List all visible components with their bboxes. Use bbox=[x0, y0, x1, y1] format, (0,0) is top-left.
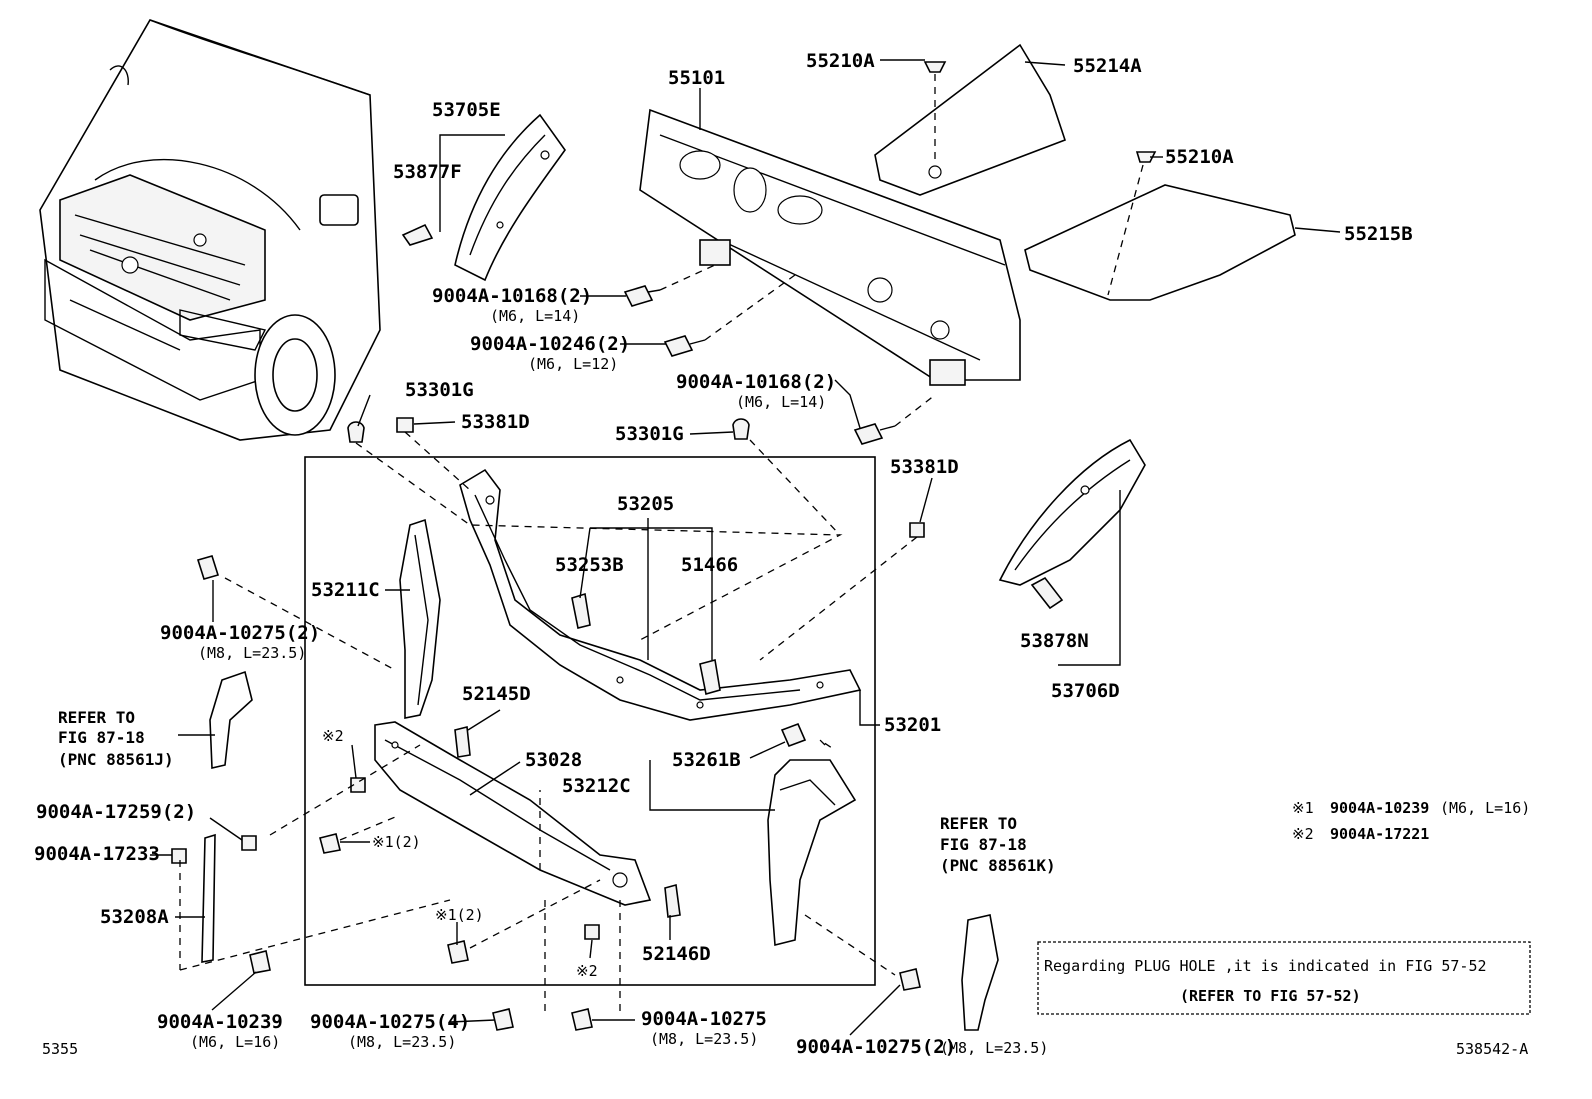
footnotes: ※1 9004A-10239 (M6, L=16) ※2 9004A-17221 bbox=[1292, 799, 1530, 843]
part-52146D-bracket bbox=[664, 883, 681, 918]
label-bolt-10168-a: 9004A-10168(2) bbox=[432, 285, 592, 307]
part-53261B-bracket bbox=[780, 722, 807, 748]
vehicle-front-illustration bbox=[39, 19, 381, 441]
part-53208A-brace bbox=[201, 833, 216, 963]
label-55210A-top: 55210A bbox=[806, 50, 875, 72]
dashed-leader-lines bbox=[179, 431, 918, 1012]
label-bolt-10275-a: 9004A-10275(2) bbox=[160, 622, 320, 644]
label-mark2-a: ※2 bbox=[322, 727, 344, 745]
label-bolt-10168-a-spec: (M6, L=14) bbox=[490, 307, 580, 325]
bolts-upper bbox=[623, 264, 936, 445]
footnote1-mark: ※1 bbox=[1292, 799, 1314, 817]
part-53877F-clip bbox=[401, 223, 434, 246]
footnote1-part: 9004A-10239 bbox=[1330, 799, 1429, 817]
label-52146D: 52146D bbox=[642, 943, 711, 965]
label-bolt-10168-b: 9004A-10168(2) bbox=[676, 371, 836, 393]
label-bolt-10275-d-spec: (M8, L=23.5) bbox=[940, 1039, 1048, 1057]
assembly-53201-box bbox=[304, 456, 876, 986]
label-bolt-10275-a-spec: (M8, L=23.5) bbox=[198, 644, 306, 662]
refer-left-line2: FIG 87-18 bbox=[58, 728, 145, 747]
footnote1-spec: (M6, L=16) bbox=[1440, 799, 1530, 817]
label-mark1-b: ※1(2) bbox=[435, 906, 484, 924]
footnote2-mark: ※2 bbox=[1292, 825, 1314, 843]
label-51466: 51466 bbox=[681, 554, 738, 576]
label-53301G-b: 53301G bbox=[615, 423, 684, 445]
label-53301G-a: 53301G bbox=[405, 379, 474, 401]
part-53028-lower-support bbox=[374, 721, 652, 906]
refer-right-line3: (PNC 88561K) bbox=[940, 856, 1056, 875]
label-53381D-a: 53381D bbox=[461, 411, 530, 433]
refer-right-line1: REFER TO bbox=[940, 814, 1017, 833]
label-bolt-10246: 9004A-10246(2) bbox=[470, 333, 630, 355]
label-bolt-10275-d: 9004A-10275(2) bbox=[796, 1036, 956, 1058]
label-52145D: 52145D bbox=[462, 683, 531, 705]
page-code-right: 538542-A bbox=[1456, 1040, 1528, 1058]
part-53706D-panel bbox=[998, 438, 1146, 586]
label-53205: 53205 bbox=[617, 493, 674, 515]
label-mark1-a: ※1(2) bbox=[372, 833, 421, 851]
label-53706D: 53706D bbox=[1051, 680, 1120, 702]
label-55215B: 55215B bbox=[1344, 223, 1413, 245]
plug-note-line1: Regarding PLUG HOLE ,it is indicated in … bbox=[1044, 957, 1487, 975]
part-55215B-insulator bbox=[1024, 184, 1296, 301]
part-53211C-side-support bbox=[399, 518, 441, 719]
caps-and-nuts bbox=[347, 417, 925, 538]
plug-note-line2: (REFER TO FIG 57-52) bbox=[1180, 987, 1361, 1005]
refer-right-line2: FIG 87-18 bbox=[940, 835, 1027, 854]
part-53253B-bracket bbox=[571, 592, 591, 629]
label-53877F: 53877F bbox=[393, 161, 462, 183]
part-left-refer-bracket bbox=[209, 670, 253, 769]
part-53205-upper-support bbox=[459, 468, 862, 721]
refer-callout-left: REFER TO FIG 87-18 (PNC 88561J) bbox=[58, 708, 174, 769]
part-labels: 55210A 55214A 55101 55210A 55215B 53705E… bbox=[34, 50, 1413, 1058]
label-53381D-b: 53381D bbox=[890, 456, 959, 478]
bolts-lower bbox=[171, 555, 921, 1031]
refer-callout-right: REFER TO FIG 87-18 (PNC 88561K) bbox=[940, 814, 1056, 875]
part-52145D-bracket bbox=[454, 726, 471, 758]
part-53212C-side-support bbox=[767, 759, 857, 947]
label-53212C: 53212C bbox=[562, 775, 631, 797]
part-55101-dash-panel bbox=[639, 108, 1021, 386]
label-55214A: 55214A bbox=[1073, 55, 1142, 77]
label-53261B: 53261B bbox=[672, 749, 741, 771]
refer-left-line3: (PNC 88561J) bbox=[58, 750, 174, 769]
label-bolt-10168-b-spec: (M6, L=14) bbox=[736, 393, 826, 411]
label-53211C: 53211C bbox=[311, 579, 380, 601]
label-bolt-17233: 9004A-17233 bbox=[34, 843, 160, 865]
label-53201: 53201 bbox=[884, 714, 941, 736]
label-55101: 55101 bbox=[668, 67, 725, 89]
label-53208A: 53208A bbox=[100, 906, 169, 928]
refer-left-line1: REFER TO bbox=[58, 708, 135, 727]
label-53878N: 53878N bbox=[1020, 630, 1089, 652]
label-mark2-b: ※2 bbox=[576, 962, 598, 980]
label-53253B: 53253B bbox=[555, 554, 624, 576]
plug-hole-note: Regarding PLUG HOLE ,it is indicated in … bbox=[1037, 941, 1531, 1015]
page-code-left: 5355 bbox=[42, 1040, 78, 1058]
label-53028: 53028 bbox=[525, 749, 582, 771]
part-right-refer-bracket bbox=[961, 914, 999, 1031]
part-51466-bracket bbox=[699, 659, 721, 696]
label-bolt-10239-spec: (M6, L=16) bbox=[190, 1033, 280, 1051]
label-53705E: 53705E bbox=[432, 99, 501, 121]
label-bolt-10275-4: 9004A-10275(4) bbox=[310, 1011, 470, 1033]
label-bolt-10275-c: 9004A-10275 bbox=[641, 1008, 767, 1030]
label-bolt-10239: 9004A-10239 bbox=[157, 1011, 283, 1033]
label-55210A-right: 55210A bbox=[1165, 146, 1234, 168]
part-55210A-clip bbox=[923, 61, 1157, 163]
part-53705E-panel bbox=[454, 113, 566, 282]
part-55214A-insulator bbox=[874, 43, 1067, 196]
footnote2-part: 9004A-17221 bbox=[1330, 825, 1429, 843]
label-bolt-17259: 9004A-17259(2) bbox=[36, 801, 196, 823]
label-bolt-10246-spec: (M6, L=12) bbox=[528, 355, 618, 373]
leader-lines bbox=[150, 59, 1341, 1036]
label-bolt-10275-4-spec: (M8, L=23.5) bbox=[348, 1033, 456, 1051]
label-bolt-10275-c-spec: (M8, L=23.5) bbox=[650, 1030, 758, 1048]
part-53878N-clip bbox=[1030, 576, 1064, 610]
